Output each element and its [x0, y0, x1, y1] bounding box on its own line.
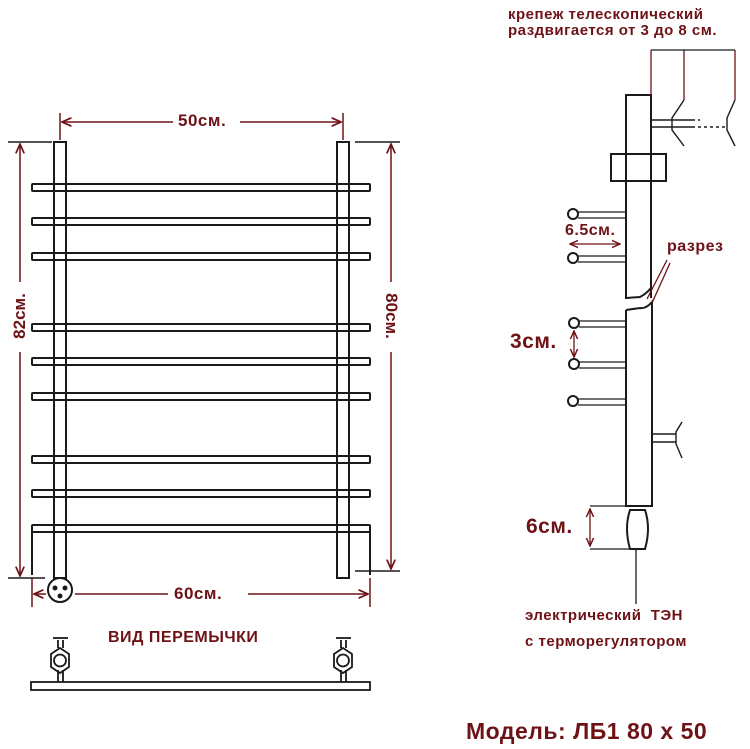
cut-label: разрез [667, 238, 724, 255]
front-dimensions [8, 113, 400, 607]
right-post [336, 141, 350, 579]
mount-note-line2: раздвигается от 3 до 8 см. [508, 22, 718, 39]
rail [31, 455, 371, 464]
front-view [31, 141, 371, 603]
rail [31, 252, 371, 261]
left-post [53, 141, 67, 579]
width-axes-label: 50см. [178, 111, 227, 130]
plug-connector-icon [47, 577, 73, 603]
width-total-label: 60см. [174, 584, 223, 603]
rail [31, 524, 371, 533]
jumper-view [30, 637, 371, 691]
heater-element-icon [626, 509, 649, 550]
rail [31, 323, 371, 332]
heater-label-line2: с терморегулятором [525, 633, 687, 650]
spacing-65-label: 6.5см. [565, 222, 616, 239]
rail [31, 489, 371, 498]
model-label: Модель: ЛБ1 80 х 50 [466, 718, 708, 744]
rail [31, 217, 371, 226]
height-right-label: 80см. [382, 293, 401, 339]
spacing-3-label: 3см. [510, 330, 557, 353]
side-dimensions [570, 49, 736, 604]
rail [31, 183, 371, 192]
mount-note-line1: крепеж телескопический [508, 6, 704, 23]
heater-gap-label: 6см. [526, 515, 573, 538]
side-view [567, 94, 736, 550]
rails [31, 183, 371, 533]
jumper-view-label: ВИД ПЕРЕМЫЧКИ [108, 629, 259, 646]
rail [31, 392, 371, 401]
heater-label-line1: электрический ТЭН [525, 607, 683, 624]
rail [31, 357, 371, 366]
height-left-label: 82см. [10, 293, 29, 339]
